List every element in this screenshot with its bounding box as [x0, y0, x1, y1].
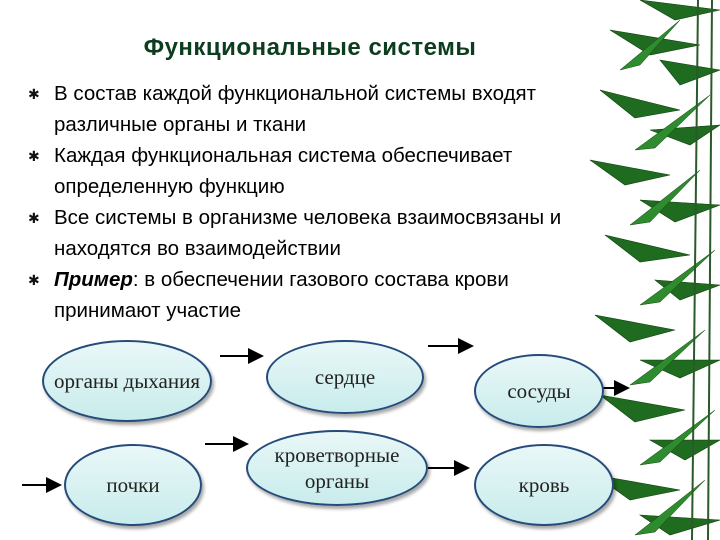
page-title: Функциональные системы — [143, 34, 477, 61]
bullet-item: ✱ Пример: в обеспечении газового состава… — [28, 264, 608, 326]
asterisk-bullet-icon: ✱ — [28, 86, 40, 102]
node-respiratory-organs: органы дыхания — [42, 340, 212, 422]
bullet-text: Каждая функциональная система обеспечива… — [54, 144, 513, 198]
node-heart: сердце — [266, 340, 424, 414]
bullet-text: : в обеспечении газового состава крови п… — [54, 268, 509, 322]
bullet-item: ✱ Каждая функциональная система обеспечи… — [28, 140, 608, 202]
node-blood: кровь — [474, 444, 614, 526]
bullet-text: В состав каждой функциональной системы в… — [54, 82, 537, 136]
node-vessels: сосуды — [474, 354, 604, 428]
asterisk-bullet-icon: ✱ — [28, 272, 40, 288]
node-kidneys: почки — [64, 444, 202, 526]
asterisk-bullet-icon: ✱ — [28, 148, 40, 164]
bamboo-foliage-decoration — [589, 0, 720, 540]
bullet-item: ✱ В состав каждой функциональной системы… — [28, 78, 608, 140]
node-hematopoietic-organs: кроветворные органы — [246, 430, 428, 506]
asterisk-bullet-icon: ✱ — [28, 210, 40, 226]
bullet-text: Все системы в организме человека взаимос… — [54, 206, 562, 260]
bullet-item: ✱ Все системы в организме человека взаим… — [28, 202, 608, 264]
bullet-lead: Пример — [54, 268, 133, 291]
bullet-list: ✱ В состав каждой функциональной системы… — [28, 78, 608, 326]
